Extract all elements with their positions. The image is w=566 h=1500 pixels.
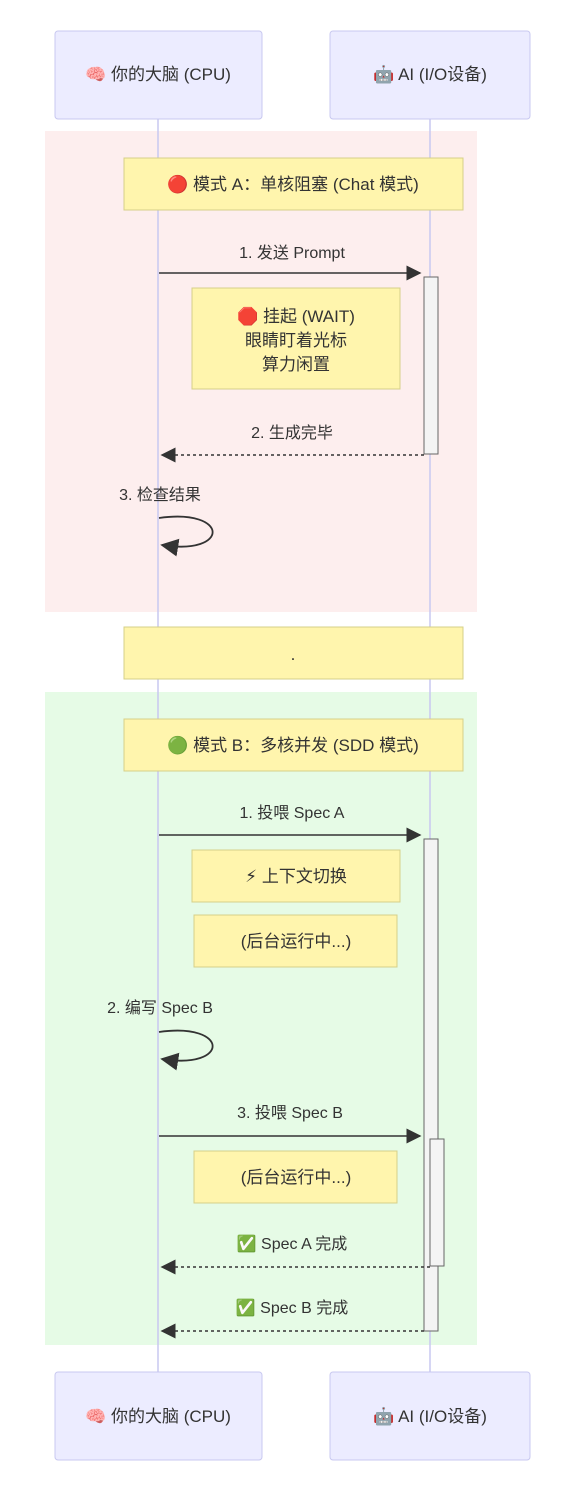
actor-ai-label: 🤖 AI (I/O设备) xyxy=(373,64,487,84)
background-running-note-1: (后台运行中...) xyxy=(193,914,398,968)
svg-text:⚡ 上下文切换: ⚡ 上下文切换 xyxy=(245,867,347,886)
context-switch-note: ⚡ 上下文切换 xyxy=(191,849,401,903)
section-b-note: 🟢 模式 B：多核并发 (SDD 模式) xyxy=(123,718,464,772)
actor-cpu-top: 🧠 你的大脑 (CPU) xyxy=(54,30,263,120)
message-b5-label: ✅ Spec B 完成 xyxy=(236,1298,348,1317)
activation-ai-a xyxy=(423,276,439,455)
section-a-note: 🔴 模式 A：单核阻塞 (Chat 模式) xyxy=(123,157,464,211)
actor-ai-top: 🤖 AI (I/O设备) xyxy=(329,30,531,120)
message-a3-label: 3. 检查结果 xyxy=(119,486,201,504)
activation-ai-b2 xyxy=(429,1138,445,1267)
background-running-note-2: (后台运行中...) xyxy=(193,1150,398,1204)
actor-cpu-bottom: 🧠 你的大脑 (CPU) xyxy=(54,1371,263,1461)
message-b1-label: 1. 投喂 Spec A xyxy=(240,804,345,822)
message-b2-self-arrow xyxy=(158,1029,214,1071)
message-a1-label: 1. 发送 Prompt xyxy=(239,244,345,262)
wait-note: 🛑 挂起 (WAIT) 眼睛盯着光标 算力闲置 xyxy=(191,287,401,390)
svg-text:眼睛盯着光标: 眼睛盯着光标 xyxy=(245,331,347,350)
section-b-background xyxy=(45,692,477,1345)
message-b4-label: ✅ Spec A 完成 xyxy=(237,1234,348,1253)
actor-cpu-label-bottom: 🧠 你的大脑 (CPU) xyxy=(85,1407,231,1426)
message-a2-label: 2. 生成完毕 xyxy=(251,424,333,442)
message-b2-label: 2. 编写 Spec B xyxy=(107,999,213,1017)
actor-cpu-label: 🧠 你的大脑 (CPU) xyxy=(85,65,231,84)
actor-ai-label-bottom: 🤖 AI (I/O设备) xyxy=(373,1406,487,1426)
message-a3-self-arrow xyxy=(158,515,214,557)
svg-text:🔴 模式 A：单核阻塞 (Chat 模式): 🔴 模式 A：单核阻塞 (Chat 模式) xyxy=(167,174,419,194)
separator-note: . xyxy=(123,626,464,680)
message-b3-label: 3. 投喂 Spec B xyxy=(237,1104,343,1122)
actor-ai-bottom: 🤖 AI (I/O设备) xyxy=(329,1371,531,1461)
svg-text:算力闲置: 算力闲置 xyxy=(262,355,330,374)
svg-text:.: . xyxy=(291,645,296,664)
svg-text:(后台运行中...): (后台运行中...) xyxy=(241,932,352,951)
svg-text:🟢 模式 B：多核并发 (SDD 模式): 🟢 模式 B：多核并发 (SDD 模式) xyxy=(167,735,419,755)
svg-text:🛑 挂起 (WAIT): 🛑 挂起 (WAIT) xyxy=(237,306,355,326)
svg-text:(后台运行中...): (后台运行中...) xyxy=(241,1168,352,1187)
